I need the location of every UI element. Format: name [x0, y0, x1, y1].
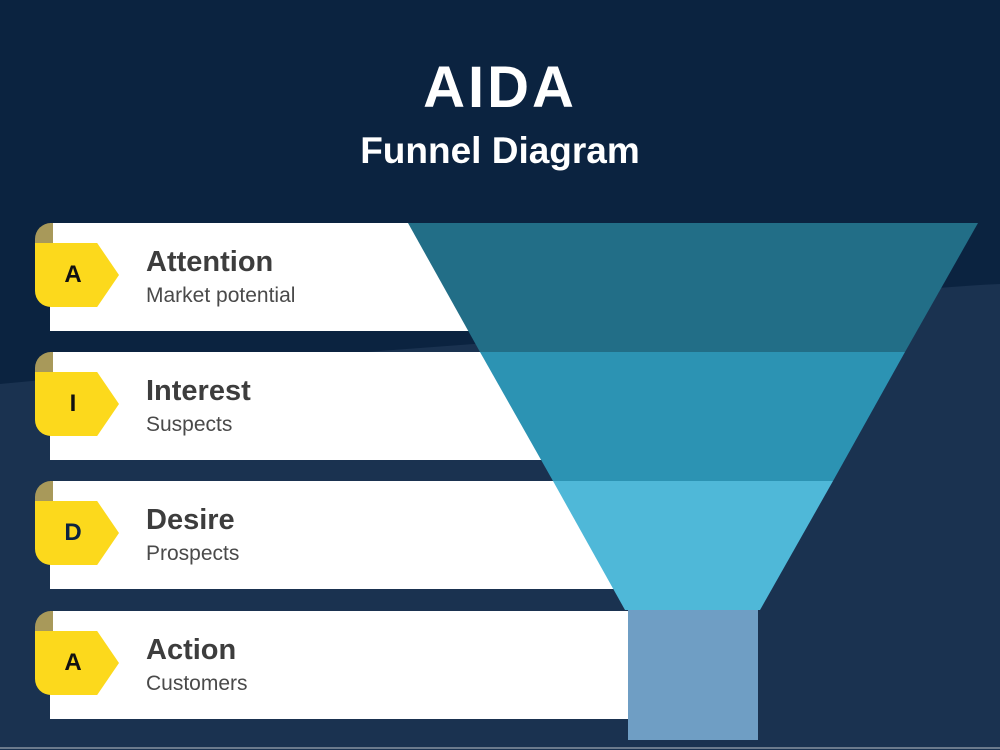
- bottom-border: [0, 747, 1000, 749]
- stage-row-interest: Interest Suspects: [50, 352, 750, 460]
- stage-letter: I: [69, 390, 77, 417]
- stage-subtitle: Market potential: [146, 284, 296, 307]
- stage-letter: D: [64, 519, 82, 546]
- page-subtitle: Funnel Diagram: [360, 130, 640, 171]
- stage-badge-interest: I: [35, 352, 119, 447]
- stage-title: Interest: [146, 375, 251, 407]
- stage-row-desire: Desire Prospects: [50, 481, 750, 589]
- stage-title: Attention: [146, 246, 274, 278]
- stage-title: Action: [146, 634, 237, 666]
- stage-badge-desire: D: [35, 481, 119, 576]
- stage-row-action: Action Customers: [50, 611, 750, 719]
- stage-title: Desire: [146, 504, 235, 536]
- stage-badge-attention: A: [35, 223, 119, 318]
- stage-subtitle: Customers: [146, 672, 248, 695]
- page-title: AIDA: [423, 55, 577, 120]
- stage-subtitle: Suspects: [146, 413, 233, 436]
- stage-badge-action: A: [35, 611, 119, 706]
- stage-row-attention: Attention Market potential: [50, 223, 750, 331]
- stage-letter: A: [64, 261, 82, 288]
- stage-letter: A: [64, 649, 82, 676]
- stage-subtitle: Prospects: [146, 542, 240, 565]
